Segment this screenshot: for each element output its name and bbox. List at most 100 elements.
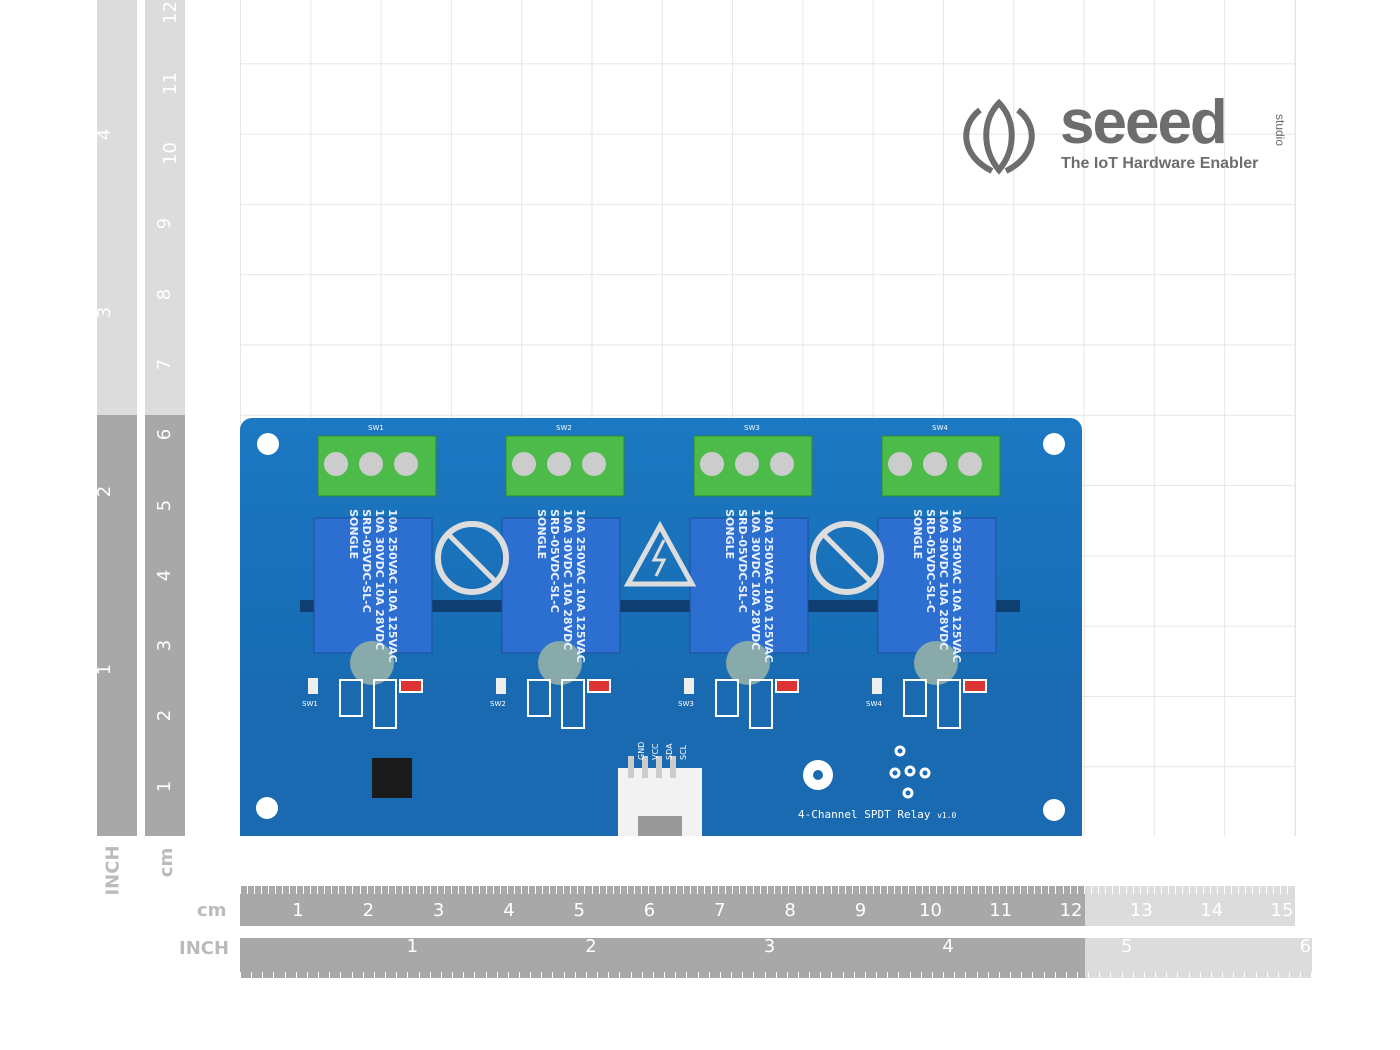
tick-mark bbox=[725, 886, 727, 894]
tick-mark bbox=[823, 886, 825, 894]
tick-mark bbox=[921, 886, 923, 894]
tick-mark bbox=[514, 886, 516, 894]
v-cm-tick-label: 7 bbox=[154, 358, 176, 371]
tick-mark bbox=[872, 886, 874, 894]
tick-mark bbox=[864, 972, 866, 978]
switch-label: SW2 bbox=[556, 424, 572, 432]
tick-mark bbox=[422, 886, 424, 894]
tick-mark bbox=[528, 886, 530, 894]
relay-board bbox=[240, 418, 1082, 836]
tick-mark bbox=[1125, 886, 1127, 894]
relay-text: SONGLE bbox=[723, 508, 737, 559]
tick-mark bbox=[362, 972, 364, 978]
tick-mark bbox=[585, 972, 587, 978]
relay-text: 10A 30VDC 10A 28VDC bbox=[937, 508, 951, 650]
tick-mark bbox=[1245, 886, 1247, 894]
tick-mark bbox=[407, 972, 409, 978]
tick-mark bbox=[753, 972, 755, 978]
inch-unit-label: INCH bbox=[179, 938, 230, 959]
tick-mark bbox=[429, 972, 431, 978]
relay-channel-4 bbox=[872, 435, 1001, 729]
tick-mark bbox=[373, 972, 375, 978]
tick-mark bbox=[329, 972, 331, 978]
tick-mark bbox=[306, 972, 308, 978]
tick-mark bbox=[519, 972, 520, 978]
board-title-text: 4-Channel SPDT Relay bbox=[798, 808, 931, 821]
tick-mark bbox=[331, 886, 333, 894]
tick-mark bbox=[479, 886, 481, 894]
inch-tick-label: 6 bbox=[1299, 936, 1312, 957]
tick-mark bbox=[605, 886, 607, 894]
tick-mark bbox=[964, 886, 966, 894]
tick-mark bbox=[474, 972, 476, 978]
brand-name: seeed bbox=[1060, 88, 1228, 157]
tick-mark bbox=[440, 972, 442, 978]
tick-mark bbox=[957, 886, 959, 894]
cm-tick-label: 7 bbox=[714, 900, 726, 921]
tick-mark bbox=[1139, 886, 1141, 894]
tick-mark bbox=[661, 886, 663, 894]
tick-mark bbox=[1294, 886, 1296, 894]
tick-mark bbox=[1032, 972, 1034, 978]
tick-mark bbox=[535, 886, 537, 894]
tick-mark bbox=[675, 886, 677, 894]
tick-mark bbox=[1083, 886, 1085, 894]
tick-mark bbox=[775, 972, 777, 978]
relay-text: SRD-05VDC-SL-C bbox=[736, 508, 750, 613]
tick-mark bbox=[619, 972, 621, 978]
tick-mark bbox=[1055, 886, 1057, 894]
tick-mark bbox=[1311, 972, 1313, 978]
relay-text: 10A 250VAC 10A 125VAC bbox=[950, 508, 964, 663]
tick-mark bbox=[1210, 886, 1212, 894]
tick-mark bbox=[1252, 886, 1254, 894]
tick-mark bbox=[591, 886, 593, 894]
relay-text: 10A 250VAC 10A 125VAC bbox=[574, 508, 588, 663]
tick-mark bbox=[507, 886, 509, 894]
tick-mark bbox=[324, 886, 326, 894]
tick-mark bbox=[1266, 886, 1268, 894]
tick-mark bbox=[1277, 972, 1279, 978]
tick-mark bbox=[731, 972, 733, 978]
tick-mark bbox=[781, 886, 783, 894]
tick-mark bbox=[887, 972, 889, 978]
cm-tick-label: 13 bbox=[1129, 900, 1153, 921]
tick-mark bbox=[697, 972, 699, 978]
tick-mark bbox=[809, 886, 811, 894]
tick-mark bbox=[626, 886, 628, 894]
pin-label: GND bbox=[637, 741, 646, 760]
tick-mark bbox=[851, 886, 853, 894]
tick-mark bbox=[507, 972, 509, 978]
tick-mark bbox=[1217, 886, 1219, 894]
tick-mark bbox=[471, 886, 473, 894]
tick-mark bbox=[289, 886, 291, 894]
connector-pin-labels: SCL SDA VCC GND bbox=[637, 742, 688, 760]
tick-mark bbox=[418, 972, 420, 978]
brand-tagline: The IoT Hardware Enabler bbox=[1061, 155, 1259, 172]
tick-mark bbox=[574, 972, 576, 978]
relay-text: 10A 250VAC 10A 125VAC bbox=[762, 508, 776, 663]
tick-mark bbox=[380, 886, 382, 894]
switch-label: SW3 bbox=[744, 424, 760, 432]
board-title: 4-Channel SPDT Relay v1.0 bbox=[798, 808, 956, 821]
tick-mark bbox=[1155, 972, 1157, 978]
tick-mark bbox=[563, 972, 565, 978]
tick-mark bbox=[254, 886, 256, 894]
tick-mark bbox=[542, 886, 544, 894]
tick-mark bbox=[764, 972, 766, 978]
switch-label: SW1 bbox=[368, 424, 384, 432]
tick-mark bbox=[352, 886, 354, 894]
relay bbox=[877, 517, 997, 654]
tick-mark bbox=[552, 972, 554, 978]
tick-mark bbox=[1167, 886, 1169, 894]
tick-mark bbox=[373, 886, 375, 894]
v-cm-tick-label: 5 bbox=[154, 499, 176, 511]
tick-mark bbox=[1027, 886, 1029, 894]
tick-mark bbox=[1224, 886, 1226, 894]
tick-mark bbox=[978, 886, 980, 894]
tick-mark bbox=[338, 886, 340, 894]
tick-mark bbox=[1097, 886, 1099, 894]
switch-label-bottom: SW2 bbox=[490, 700, 506, 708]
tick-mark bbox=[641, 972, 643, 978]
